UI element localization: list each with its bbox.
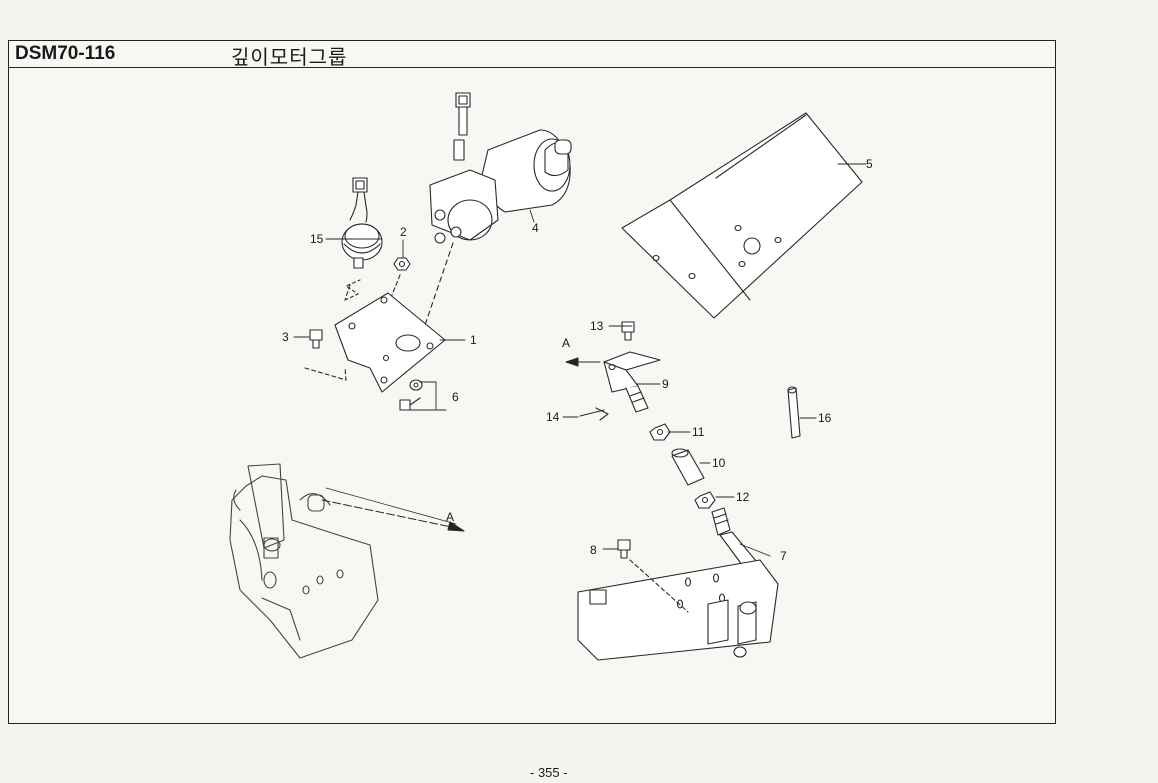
- part-16-key: [787, 386, 801, 439]
- callout-15: 15: [310, 232, 324, 246]
- view-label-a-bottom: A: [446, 510, 454, 524]
- callout-3: 3: [282, 330, 289, 344]
- part-7-bracket-rod: [577, 507, 779, 661]
- view-label-a-top: A: [562, 336, 570, 350]
- leader-lines: [293, 163, 867, 557]
- part-6-screw-washer: [399, 379, 423, 411]
- part-4-gear-motor: [424, 92, 572, 326]
- callout-12: 12: [736, 490, 750, 504]
- part-11-nut: [649, 423, 671, 441]
- callout-1: 1: [470, 333, 477, 347]
- header-bar: DSM70-116 깊이모터그룹: [9, 41, 1055, 69]
- part-5-cover-plate: [621, 112, 863, 319]
- callout-6: 6: [452, 390, 459, 404]
- part-13-screw: [621, 321, 635, 341]
- callout-10: 10: [712, 456, 726, 470]
- part-10-sleeve: [671, 448, 705, 486]
- callout-14: 14: [546, 410, 560, 424]
- part-12-nut: [694, 491, 716, 509]
- callout-2: 2: [400, 225, 407, 239]
- callout-9: 9: [662, 377, 669, 391]
- part-group-code: DSM70-116: [15, 43, 116, 64]
- callout-16: 16: [818, 411, 832, 425]
- callout-13: 13: [590, 319, 604, 333]
- part-2-nut: [391, 257, 411, 296]
- part-8-screw: [617, 539, 689, 613]
- part-group-title: 깊이모터그룹: [231, 45, 348, 69]
- callout-4: 4: [532, 221, 539, 235]
- callout-11: 11: [692, 425, 705, 439]
- assembly-reference-view: [229, 463, 379, 659]
- callout-labels: 1 2 3 4 5 6 7 8 9 10 11 12 13 14 15 16 A…: [282, 157, 873, 563]
- callout-7: 7: [780, 549, 787, 563]
- part-1-bracket: [334, 279, 446, 393]
- part-14-pin: [579, 407, 609, 421]
- callout-8: 8: [590, 543, 597, 557]
- view-arrows: [321, 357, 601, 532]
- part-9-lever-block: [603, 351, 661, 413]
- part-3-screw: [304, 329, 347, 381]
- page-number: - 355 -: [530, 765, 568, 780]
- callout-5: 5: [866, 157, 873, 171]
